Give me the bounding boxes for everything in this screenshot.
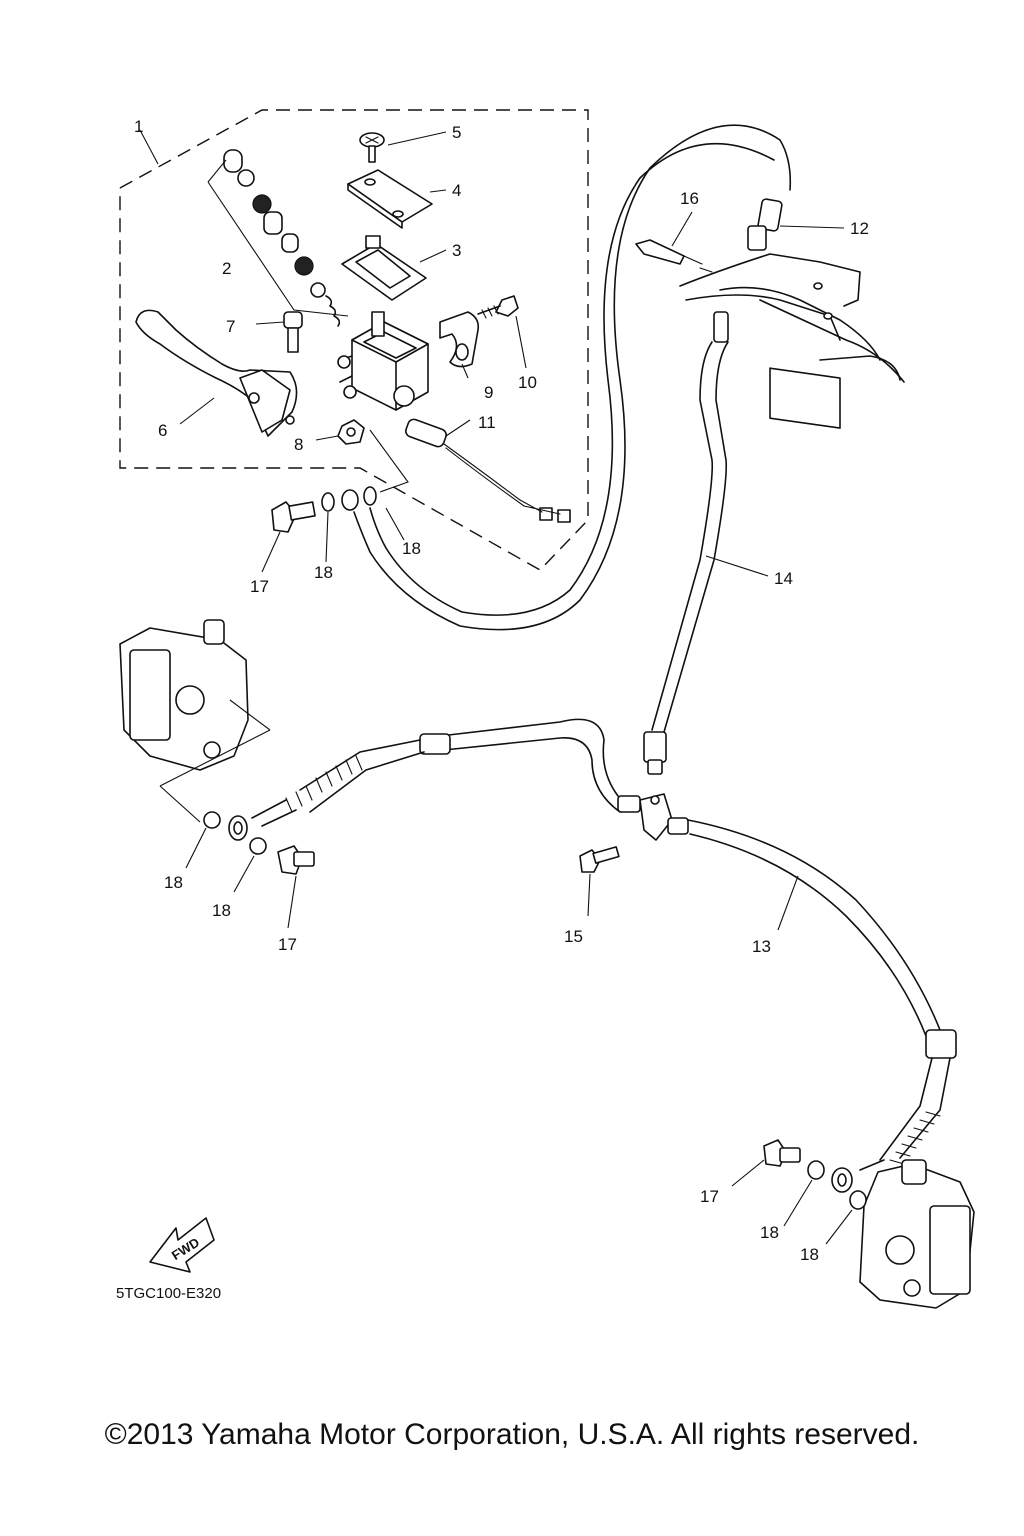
brake-hose-13 [687,819,957,1193]
callout-1: 1 [134,117,143,136]
clamp-bolt [477,295,519,319]
hose-12-fitting [747,198,845,251]
callout-16: 16 [680,189,699,208]
brake-light-switch [405,418,571,523]
callout-10: 10 [518,373,537,392]
upper-banjo-group [261,124,792,631]
copyright-notice: ©2013 Yamaha Motor Corporation, U.S.A. A… [104,1418,920,1451]
callout-6: 6 [158,421,167,440]
three-way-joint [617,793,689,841]
frame-bracket [679,253,905,429]
diaphragm-plate [341,235,427,301]
diagram-code: 5TGC100-E320 [116,1285,221,1302]
brake-hose-left [228,718,621,841]
callout-9: 9 [484,383,493,402]
callout-7: 7 [226,317,235,336]
reservoir-cap-screw [359,132,385,163]
callout-11: 11 [478,413,496,432]
callout-2: 2 [222,259,231,278]
callout-18-left-b: 18 [212,901,231,920]
callout-17-right: 17 [700,1187,719,1206]
callout-4: 4 [452,181,461,200]
callout-12: 12 [850,219,869,238]
master-cylinder-body [337,311,429,411]
left-caliper [119,619,271,823]
union-bolt-upper [271,501,316,533]
handlebar-clamp [439,311,480,368]
pivot-nut [337,419,365,445]
piston-kit [207,149,349,327]
callout-15: 15 [564,927,583,946]
callout-3: 3 [452,241,461,260]
brake-lever [135,309,298,437]
callout-18-left-a: 18 [164,873,183,892]
hose-clip [635,211,713,273]
callout-17-upper: 17 [250,577,269,596]
hose-armor-left [285,755,363,813]
fwd-arrow-icon: FWD [149,1217,215,1273]
left-banjo-hardware [185,811,315,929]
lever-pivot-bolt [283,311,303,353]
assembly-boundary [119,109,589,571]
callout-13: 13 [752,937,771,956]
callout-18-upper-b: 18 [402,539,421,558]
brake-hose-14 [643,311,769,775]
callout-labels: 1 2 3 4 5 6 7 8 9 10 11 12 13 14 15 16 1… [134,117,869,1264]
callout-5: 5 [452,123,461,142]
callout-17-left: 17 [278,935,297,954]
hose-armor-right [889,1111,941,1165]
callout-18-right-b: 18 [800,1245,819,1264]
callout-14: 14 [774,569,793,588]
callout-18-upper-a: 18 [314,563,333,582]
joint-bolt [579,846,620,917]
master-cylinder-group [135,129,571,523]
reservoir-cap [347,169,433,229]
right-banjo-hardware [731,1139,867,1245]
right-caliper [859,1159,975,1309]
callout-8: 8 [294,435,303,454]
callout-18-right-a: 18 [760,1223,779,1242]
